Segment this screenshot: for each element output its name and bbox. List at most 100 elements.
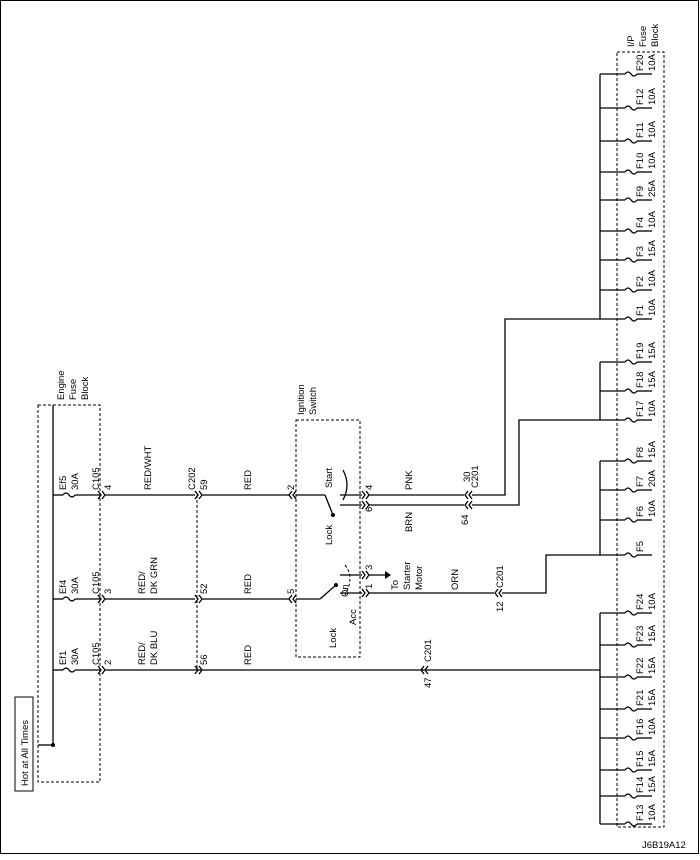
fuse-icon — [624, 71, 638, 77]
fuse-icon — [624, 388, 638, 394]
red-wire-label-3: RED — [243, 645, 254, 665]
fuse-icon — [624, 735, 638, 741]
svg-text:2: 2 — [286, 485, 297, 490]
fuse-icon — [624, 610, 638, 616]
svg-text:F24: F24 — [635, 594, 646, 610]
ignition-switch-outline — [295, 419, 361, 658]
svg-text:F8: F8 — [635, 447, 646, 458]
svg-text:15A: 15A — [647, 775, 658, 793]
svg-text:F2: F2 — [635, 276, 646, 287]
fuse-icon — [624, 287, 638, 293]
svg-text:F21: F21 — [635, 690, 646, 706]
svg-text:10A: 10A — [647, 53, 658, 71]
svg-text:15A: 15A — [647, 370, 658, 388]
engine-fuse-block-outline — [37, 404, 101, 783]
svg-text:15A: 15A — [647, 749, 658, 767]
svg-text:10A: 10A — [647, 87, 658, 105]
svg-text:15A: 15A — [647, 688, 658, 706]
svg-text:F3: F3 — [635, 246, 646, 257]
svg-text:F1: F1 — [635, 305, 646, 316]
hot-at-all-times-label: Hot at All Times — [20, 720, 31, 786]
svg-text:30A: 30A — [70, 647, 81, 665]
svg-text:10A: 10A — [647, 717, 658, 735]
fuse-icon — [624, 257, 638, 263]
svg-text:3: 3 — [103, 589, 114, 594]
svg-text:F15: F15 — [635, 751, 646, 767]
svg-text:Block: Block — [80, 377, 91, 400]
fuse-icon — [624, 105, 638, 111]
to-starter-label: To Starter Motor — [390, 561, 425, 590]
svg-text:F9: F9 — [635, 186, 646, 197]
svg-text:64: 64 — [460, 514, 471, 525]
svg-text:Lock: Lock — [324, 525, 335, 545]
fuse-icon — [624, 487, 638, 493]
fuse-icon — [624, 458, 638, 464]
svg-text:F20: F20 — [635, 55, 646, 71]
svg-text:15A: 15A — [647, 656, 658, 674]
svg-text:F19: F19 — [635, 343, 646, 359]
svg-text:C105: C105 — [91, 467, 102, 490]
svg-text:Block: Block — [650, 24, 661, 47]
ip-fuse-block-outline — [616, 51, 665, 828]
svg-text:F4: F4 — [635, 217, 646, 228]
switch-arm-lower — [319, 584, 337, 600]
svg-text:PNK: PNK — [404, 470, 415, 490]
svg-text:F6: F6 — [635, 506, 646, 517]
svg-text:15A: 15A — [647, 341, 658, 359]
svg-text:30A: 30A — [70, 472, 81, 490]
svg-text:C202: C202 — [187, 467, 198, 490]
svg-text:RED/: RED/ — [137, 642, 148, 665]
svg-text:10A: 10A — [647, 120, 658, 138]
svg-text:Lock: Lock — [328, 628, 339, 648]
hot-at-all-times-box — [14, 696, 34, 792]
svg-text:10A: 10A — [647, 499, 658, 517]
svg-text:F18: F18 — [635, 372, 646, 388]
svg-text:4: 4 — [103, 485, 114, 490]
svg-text:Engine: Engine — [56, 370, 67, 400]
svg-text:10A: 10A — [647, 269, 658, 287]
svg-text:C105: C105 — [91, 571, 102, 594]
svg-text:Starter: Starter — [402, 561, 413, 590]
svg-text:ORN: ORN — [450, 569, 461, 590]
svg-text:Acc: Acc — [348, 609, 359, 625]
switch-arm-upper — [324, 494, 334, 516]
ip-fuse-block-title: I/P Fuse Block — [626, 24, 661, 47]
svg-text:Ignition: Ignition — [296, 384, 307, 415]
svg-text:F10: F10 — [635, 153, 646, 169]
svg-text:Fuse: Fuse — [638, 26, 649, 47]
fuse-icon — [624, 706, 638, 712]
ef5-circuit: Ef5 30A C105 4 RED/WHT — [53, 445, 195, 500]
svg-text:15A: 15A — [647, 624, 658, 642]
svg-text:Ef1: Ef1 — [58, 651, 69, 665]
svg-text:F23: F23 — [635, 626, 646, 642]
svg-text:RED/: RED/ — [137, 571, 148, 594]
c202-labels: C202 59 52 56 — [187, 467, 210, 675]
svg-text:10A: 10A — [647, 592, 658, 610]
svg-text:3: 3 — [364, 565, 375, 570]
svg-text:10A: 10A — [647, 151, 658, 169]
svg-text:4: 4 — [364, 485, 375, 490]
svg-text:C201: C201 — [495, 565, 506, 588]
svg-text:On: On — [340, 584, 351, 597]
svg-text:5: 5 — [286, 589, 297, 594]
switch-pin5-connector — [288, 594, 297, 604]
